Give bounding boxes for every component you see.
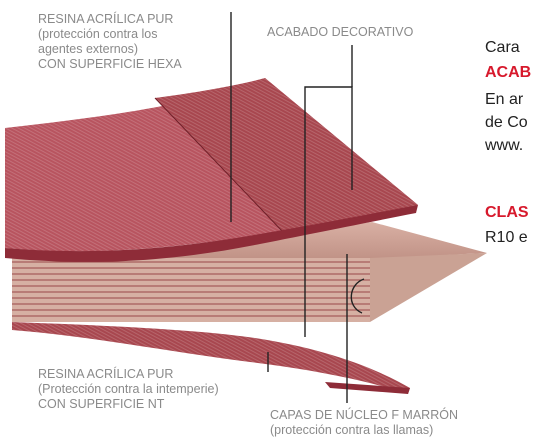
side-body-class: R10 e [485, 229, 528, 246]
side-body-finish: En ar de Co www. [485, 91, 528, 154]
leader-lines [230, 12, 353, 403]
label-bottom-resin: RESINA ACRÍLICA PUR (Protección contra l… [38, 367, 219, 411]
side-heading-finish: ACAB [485, 64, 532, 81]
core-layers [12, 253, 487, 322]
side-intro-text: Cara [485, 39, 520, 56]
bottom-resin-sheet [12, 322, 410, 394]
side-heading-class: CLAS [485, 204, 529, 221]
label-decorative-finish: ACABADO DECORATIVO [267, 25, 414, 39]
label-core-layers: CAPAS DE NÚCLEO F MARRÓN (protección con… [270, 408, 458, 437]
core-notch-icon [350, 278, 365, 314]
top-resin-sheet [5, 78, 418, 262]
label-top-resin: RESINA ACRÍLICA PUR (protección contra l… [38, 12, 182, 71]
